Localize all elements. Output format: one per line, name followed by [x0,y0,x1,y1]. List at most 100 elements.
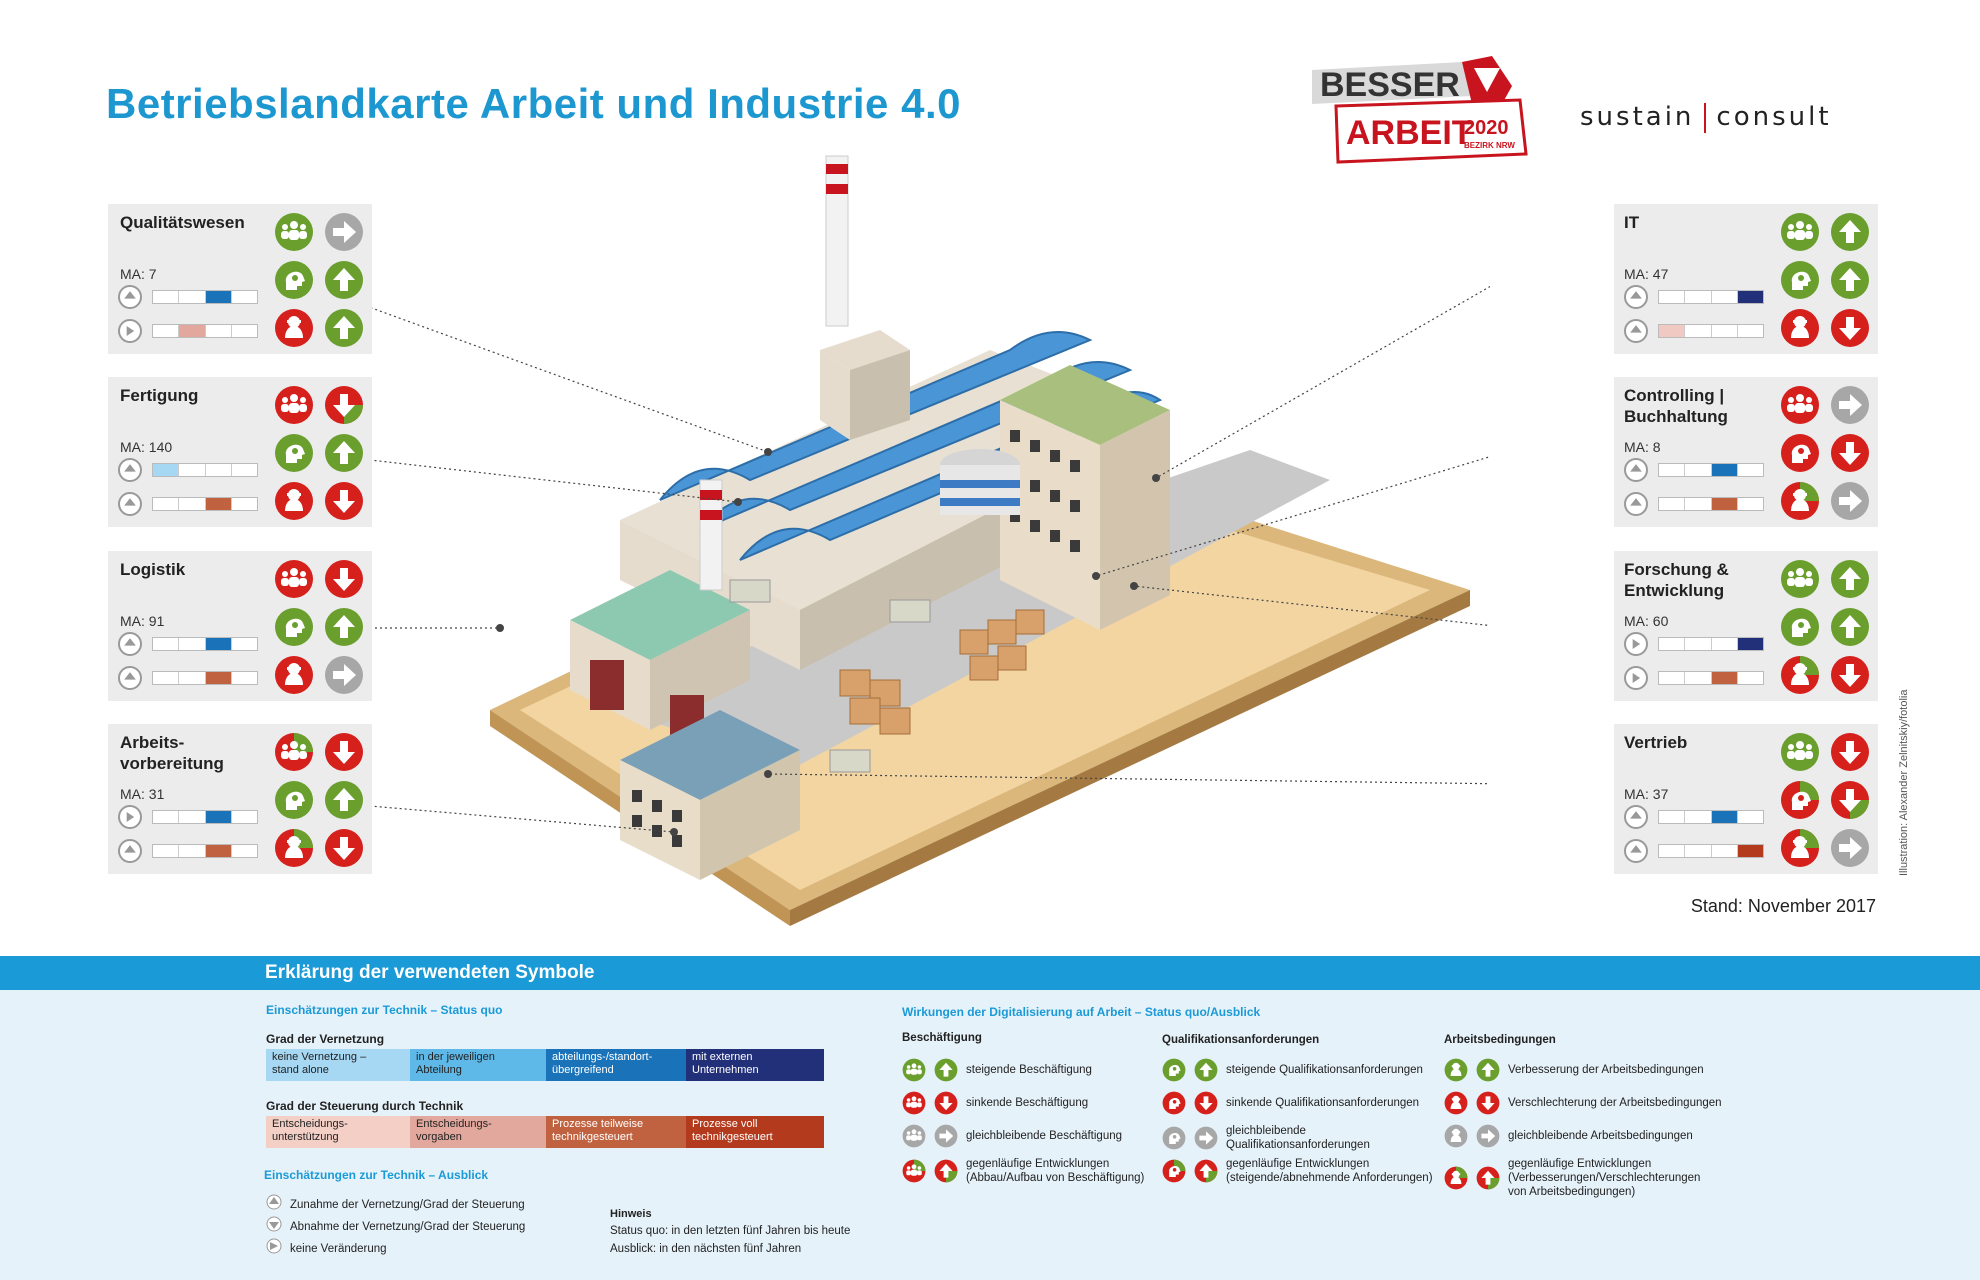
department-name: Logistik [120,560,186,579]
qualifikation-legend-item: steigende Qualifikationsanforderungen [1162,1058,1423,1082]
employee-count: MA: 91 [120,613,165,629]
beschaeftigung-trend-icon [934,1124,958,1148]
arbeitsbedingungen-legend-text: Verbesserung der Arbeitsbedingungen [1508,1064,1704,1076]
employment-icon [1780,212,1820,252]
arbeitsbedingungen-icon [1444,1091,1468,1115]
department-name: Qualitätswesen [120,213,245,232]
outlook-decrease-icon [266,1216,282,1237]
illustration-credit: Illustration: Alexander Zelnitskiy/fotol… [1898,689,1910,876]
outlook-no-change-icon [1624,666,1648,690]
network-bar [1658,463,1764,477]
qualification-trend-icon [1830,260,1870,300]
conditions-trend-icon [324,308,364,348]
qualifikation-trend-icon [1194,1058,1218,1082]
employment-trend-icon [1830,732,1870,772]
conditions-trend-icon [1830,655,1870,695]
control-bar [1658,497,1764,511]
outlook-legend-item: Abnahme der Vernetzung/Grad der Steuerun… [266,1216,525,1237]
hinweis-status: Status quo: in den letzten fünf Jahren b… [610,1225,851,1237]
department-name: Controlling | Buchhaltung [1624,386,1728,426]
beschaeftigung-trend-icon [934,1091,958,1115]
working-conditions-icon [274,481,314,521]
qualification-icon [274,433,314,473]
outlook-no-change-icon [266,1238,282,1259]
qualification-icon [1780,260,1820,300]
page-title: Betriebslandkarte Arbeit und Industrie 4… [106,80,961,127]
qualifikation-legend-item: gegenläufige Entwicklungen (steigende/ab… [1162,1157,1433,1185]
employment-icon [1780,732,1820,772]
outlook-increase-icon [1624,839,1648,863]
employment-icon [274,732,314,772]
beschaeftigung-legend-item: steigende Beschäftigung [902,1058,1092,1082]
outlook-no-change-icon [118,319,142,343]
beschaeftigung-icon [902,1058,926,1082]
qualification-icon [274,780,314,820]
qualifikation-icon [1162,1126,1186,1150]
outlook-increase-icon [118,666,142,690]
qualification-icon [1780,780,1820,820]
qualifikation-legend-text: sinkende Qualifikationsanforderungen [1226,1097,1420,1109]
conditions-trend-icon [1830,308,1870,348]
network-bar [152,290,258,304]
control-bar [1658,324,1764,338]
steuerung-label: Grad der Steuerung durch Technik [266,1099,464,1113]
employment-trend-icon [324,385,364,425]
logo-bezirk-text: BEZIRK NRW [1464,141,1515,150]
working-conditions-icon [1780,655,1820,695]
department-panel: IT MA: 47 [1614,204,1878,354]
logo-arbeit-text: ARBEIT [1346,114,1473,152]
qualifikation-icon [1162,1159,1186,1183]
employment-trend-icon [324,732,364,772]
qualification-trend-icon [1830,780,1870,820]
vernetzung-grade-3: abteilungs-/standort- übergreifend [546,1049,686,1081]
network-bar [152,637,258,651]
employment-trend-icon [1830,385,1870,425]
beschaeftigung-legend-text: steigende Beschäftigung [966,1064,1092,1076]
vernetzung-grade-4: mit externen Unternehmen [686,1049,824,1081]
working-conditions-icon [274,308,314,348]
beschaeftigung-trend-icon [934,1159,958,1183]
working-conditions-icon [1780,481,1820,521]
outlook-increase-icon [1624,805,1648,829]
outlook-legend-item: keine Veränderung [266,1238,387,1259]
employment-icon [1780,559,1820,599]
beschaeftigung-legend-text: sinkende Beschäftigung [966,1097,1089,1109]
employment-icon [274,385,314,425]
employment-trend-icon [1830,212,1870,252]
conditions-trend-icon [324,481,364,521]
conditions-trend-icon [1830,481,1870,521]
department-name: Forschung & Entwicklung [1624,560,1729,600]
employee-count: MA: 47 [1624,266,1669,282]
steuerung-grade-3: Prozesse teilweise technikgesteuert [546,1116,686,1148]
department-name: IT [1624,213,1640,232]
vernetzung-grade-2: in der jeweiligen Abteilung [410,1049,546,1081]
employment-icon [274,212,314,252]
beschaeftigung-icon [902,1124,926,1148]
conditions-trend-icon [324,828,364,868]
qualifikation-legend-text: gleichbleibende Qualifikationsanforderun… [1226,1125,1370,1151]
network-bar [152,463,258,477]
arbeitsbedingungen-trend-icon [1476,1058,1500,1082]
network-bar [1658,290,1764,304]
control-bar [152,497,258,511]
department-name: Vertrieb [1624,733,1688,752]
employee-count: MA: 31 [120,786,165,802]
outlook-increase-icon [1624,285,1648,309]
outlook-increase-icon [118,632,142,656]
arbeitsbedingungen-trend-icon [1476,1091,1500,1115]
stand-date: Stand: November 2017 [1690,896,1876,916]
network-bar [1658,637,1764,651]
beschaeftigung-legend-item: sinkende Beschäftigung [902,1091,1088,1115]
logo-besser-text: BESSER [1320,66,1460,104]
control-bar [152,324,258,338]
working-conditions-icon [1780,828,1820,868]
hinweis-ausblick: Ausblick: in den nächsten fünf Jahren [610,1243,802,1255]
arbeitsbedingungen-trend-icon [1476,1124,1500,1148]
control-bar [152,671,258,685]
employee-count: MA: 60 [1624,613,1669,629]
qualification-trend-icon [1830,607,1870,647]
